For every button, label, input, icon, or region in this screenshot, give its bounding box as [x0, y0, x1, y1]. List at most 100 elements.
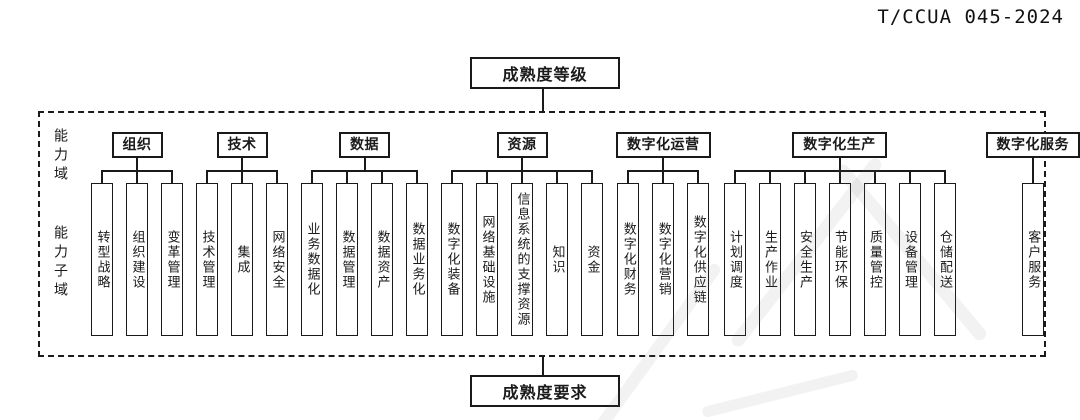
connector-line — [838, 158, 841, 170]
branch-line — [312, 170, 417, 172]
maturity-requirement-box: 成熟度要求 — [470, 375, 620, 407]
subdomain-label: 质量管控 — [867, 229, 882, 290]
subdomain-label: 客户服务 — [1025, 229, 1041, 290]
subdomain-box: 数据管理 — [336, 183, 358, 336]
connector-line — [591, 170, 593, 183]
connector-line — [662, 170, 665, 183]
subdomain-box: 安全生产 — [793, 183, 816, 336]
subdomain-label: 变革管理 — [164, 229, 180, 290]
subdomain-column: 转型战略 — [91, 170, 113, 336]
connector-line — [768, 170, 771, 183]
subdomain-box: 客户服务 — [1021, 183, 1044, 336]
connector-line — [241, 158, 243, 170]
connector-line — [873, 170, 876, 183]
connector-line — [1031, 170, 1034, 183]
subdomain-box: 组织建设 — [126, 183, 148, 336]
subdomain-box: 业务数据化 — [301, 183, 323, 336]
subdomain-column: 数字化供应链 — [687, 170, 710, 336]
subdomain-box: 网络基础设施 — [476, 183, 498, 336]
capability-domain-label: 能力域 — [52, 128, 68, 185]
subdomain-column: 技术管理 — [196, 170, 218, 336]
subdomain-box: 集成 — [231, 183, 253, 336]
subdomain-label: 网络安全 — [269, 229, 285, 290]
connector-line — [697, 170, 700, 183]
branch-line — [452, 170, 592, 172]
subdomain-column: 变革管理 — [161, 170, 183, 336]
connector-line — [1031, 158, 1034, 170]
maturity-level-box: 成熟度等级 — [470, 57, 620, 89]
subdomain-label: 数据管理 — [339, 229, 355, 290]
subdomain-label: 仓储配送 — [937, 229, 952, 290]
subdomain-column: 客户服务 — [1021, 170, 1044, 336]
subdomain-column: 组织建设 — [126, 170, 148, 336]
subdomain-column: 业务数据化 — [301, 170, 323, 336]
subdomain-label: 集成 — [234, 244, 250, 275]
connector-line — [101, 170, 103, 183]
connector-line — [136, 158, 138, 170]
branch-line — [102, 170, 172, 172]
group-header: 数字化生产 — [792, 132, 887, 158]
watermark — [701, 368, 859, 419]
capability-group: 资源数字化装备 网络基础设施 信息系统的支撑资源 知识资金 — [441, 132, 603, 336]
subdomain-column: 知识 — [546, 170, 568, 336]
branch-line — [207, 170, 277, 172]
subdomain-column: 质量管控 — [863, 170, 886, 336]
subdomain-column: 设备管理 — [898, 170, 921, 336]
subdomain-box: 技术管理 — [196, 183, 218, 336]
subdomain-label: 数字化营销 — [655, 222, 671, 297]
capability-group: 数字化生产计划调度 生产作业 安全生产节能环保 质量管控 设备管理 仓储配送 — [723, 132, 956, 336]
subdomain-box: 数字化装备 — [441, 183, 463, 336]
subdomain-label: 组织建设 — [129, 229, 145, 290]
subdomain-label: 信息系统的支撑资源 — [514, 192, 530, 327]
subdomain-column: 生产作业 — [758, 170, 781, 336]
capability-group: 数字化服务客户服务 — [985, 132, 1080, 336]
connector-line — [908, 170, 911, 183]
subdomain-label: 计划调度 — [727, 229, 742, 290]
subdomain-label: 业务数据化 — [304, 222, 320, 297]
group-header: 组织 — [111, 132, 163, 158]
connector-line — [803, 170, 806, 183]
subdomain-label: 设备管理 — [902, 229, 917, 290]
branch-line — [734, 170, 945, 172]
group-header: 资源 — [496, 132, 548, 158]
subdomain-column: 资金 — [581, 170, 603, 336]
subdomain-label: 转型战略 — [94, 229, 110, 290]
connector-line — [556, 170, 558, 183]
subdomain-column: 数据管理 — [336, 170, 358, 336]
subdomain-column: 网络安全 — [266, 170, 288, 336]
subdomain-column: 数字化财务 — [617, 170, 640, 336]
subdomain-box: 仓储配送 — [933, 183, 956, 336]
connector-line — [381, 170, 383, 183]
subdomain-column: 数字化装备 — [441, 170, 463, 336]
connector-line — [363, 158, 366, 170]
connector-line — [521, 170, 523, 183]
subdomain-label: 数字化装备 — [444, 222, 460, 297]
subdomain-box: 转型战略 — [91, 183, 113, 336]
subdomain-label: 数字化供应链 — [690, 214, 706, 305]
subdomain-label: 知识 — [549, 244, 565, 275]
subdomain-box: 数字化营销 — [652, 183, 675, 336]
subdomain-column: 集成 — [231, 170, 253, 336]
connector-line — [943, 170, 946, 183]
subdomain-label: 生产作业 — [762, 229, 777, 290]
standard-number: T/CCUA 045-2024 — [877, 6, 1064, 28]
subdomain-box: 网络安全 — [266, 183, 288, 336]
connector-line — [416, 170, 418, 183]
subdomain-box: 节能环保 — [828, 183, 851, 336]
branch-line — [628, 170, 699, 172]
subdomain-column: 信息系统的支撑资源 — [511, 170, 533, 336]
subdomain-label: 数据资产 — [374, 229, 390, 290]
subdomain-label: 网络基础设施 — [479, 214, 495, 305]
connector-line — [451, 170, 453, 183]
connector-line — [733, 170, 736, 183]
subdomain-box: 生产作业 — [758, 183, 781, 336]
subdomain-box: 数字化供应链 — [687, 183, 710, 336]
groups-row: 组织转型战略组织建设变革管理技术技术管理集成网络安全数据业务数据化数据管理数据资… — [91, 132, 1080, 336]
subdomain-column: 数字化营销 — [652, 170, 675, 336]
connector-line — [311, 170, 313, 183]
capability-group: 数字化运营数字化财务数字化营销数字化供应链 — [616, 132, 711, 336]
subdomain-box: 计划调度 — [723, 183, 746, 336]
capability-frame: 能力域 能力子域 组织转型战略组织建设变革管理技术技术管理集成网络安全数据业务数… — [38, 111, 1080, 357]
subdomain-box: 设备管理 — [898, 183, 921, 336]
